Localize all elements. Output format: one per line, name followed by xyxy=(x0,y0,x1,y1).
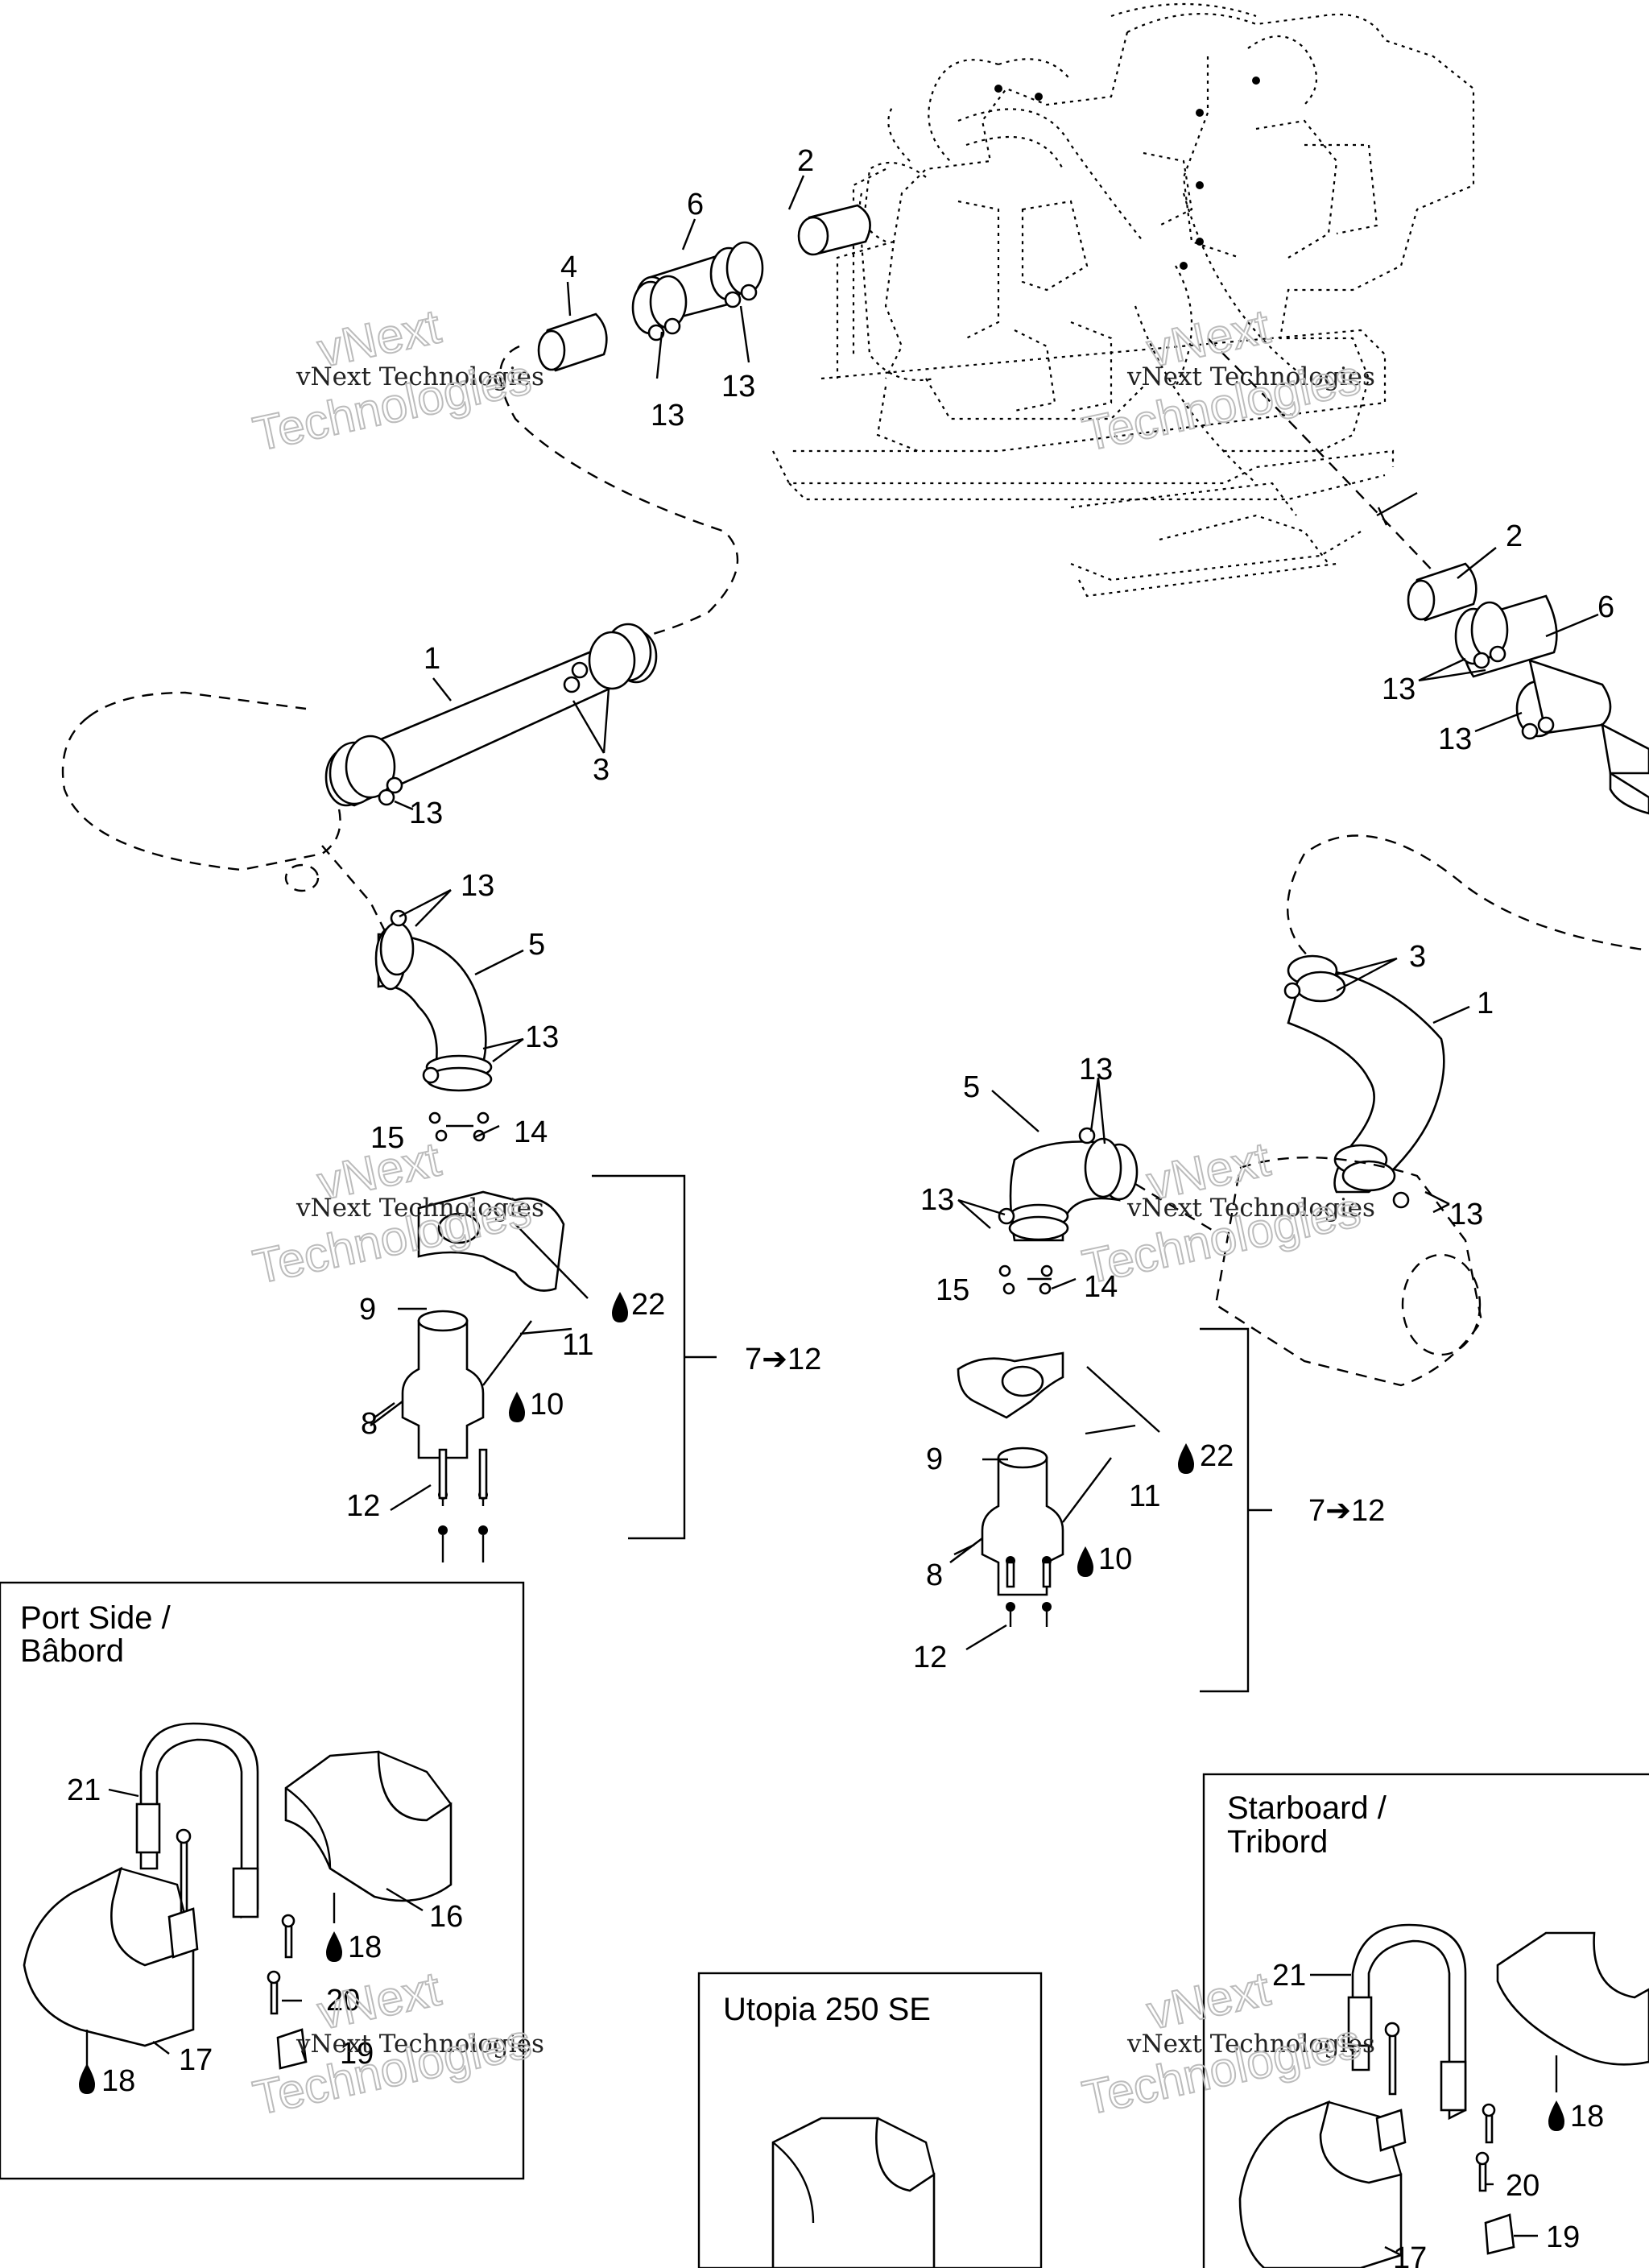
callout-13: 13 xyxy=(1382,673,1415,706)
callout-10: 10 xyxy=(1098,1542,1132,1576)
callout-20: 20 xyxy=(1506,2169,1539,2203)
watermark-text: vNext Technologies xyxy=(295,362,544,391)
callout-3: 3 xyxy=(593,753,610,787)
port-panel-subtitle: Bâbord xyxy=(20,1633,124,1669)
callout-22: 22 xyxy=(631,1288,665,1322)
callout-2: 2 xyxy=(1506,519,1523,553)
callout-14: 14 xyxy=(514,1115,548,1149)
callout-3: 3 xyxy=(1409,940,1426,974)
hose-clamp xyxy=(631,241,764,341)
watermark-text: vNext Technologies xyxy=(1126,362,1375,391)
engine-outline xyxy=(772,2,1475,598)
callout-13: 13 xyxy=(409,797,443,830)
watermark-text: vNext xyxy=(1143,1961,1275,2039)
port-panel-title: Port Side / xyxy=(20,1600,172,1636)
port-side-panel xyxy=(0,1581,525,2180)
leader-lines xyxy=(85,175,1599,2257)
callout-19: 19 xyxy=(340,2037,374,2071)
callout-17: 17 xyxy=(1393,2241,1427,2268)
elbow-port xyxy=(374,909,493,1092)
callout-13: 13 xyxy=(525,1020,559,1054)
callout-range-7-12: 7➔12 xyxy=(1308,1494,1385,1528)
starboard-panel-subtitle: Tribord xyxy=(1227,1824,1328,1860)
fitting-assembly-port xyxy=(370,1111,565,1562)
callout-2: 2 xyxy=(797,144,814,178)
callout-15: 15 xyxy=(370,1121,404,1155)
callout-17: 17 xyxy=(179,2043,213,2077)
callout-5: 5 xyxy=(963,1070,980,1104)
callout-10: 10 xyxy=(530,1388,564,1422)
drop-icon xyxy=(79,1292,1564,2131)
callout-21: 21 xyxy=(67,1773,101,1807)
callout-21: 21 xyxy=(1272,1959,1306,1993)
callout-8: 8 xyxy=(361,1407,378,1441)
watermark-text: vNext xyxy=(313,1961,445,2039)
callout-11: 11 xyxy=(1129,1480,1160,1513)
watermark-text: vNext Technologies xyxy=(295,2030,544,2059)
watermark-text: vNext Technologies xyxy=(295,1194,544,1223)
callout-9: 9 xyxy=(359,1293,376,1326)
callout-11: 11 xyxy=(562,1328,593,1362)
range-bracket-port xyxy=(592,1174,717,1540)
callout-4: 4 xyxy=(560,250,577,284)
callout-16: 16 xyxy=(429,1900,463,1934)
callout-13: 13 xyxy=(1079,1053,1113,1086)
callout-6: 6 xyxy=(687,188,704,221)
callout-13: 13 xyxy=(920,1183,954,1217)
callout-13: 13 xyxy=(651,399,684,432)
fitting-assembly-starboard xyxy=(949,1264,1112,1627)
callout-1: 1 xyxy=(1477,987,1494,1020)
callout-1: 1 xyxy=(424,642,440,676)
muffler-starboard xyxy=(1214,834,1649,1387)
callout-13: 13 xyxy=(461,869,494,903)
callout-22: 22 xyxy=(1200,1439,1234,1473)
callout-13: 13 xyxy=(1438,722,1472,756)
callout-20: 20 xyxy=(326,1984,360,2018)
range-bracket-starboard xyxy=(1200,1327,1272,1693)
utopia-panel-title: Utopia 250 SE xyxy=(723,1992,931,2027)
callout-12: 12 xyxy=(346,1489,380,1523)
starboard-panel-title: Starboard / xyxy=(1227,1790,1387,1826)
utopia-250-se-panel xyxy=(697,1972,1043,2268)
callout-13: 13 xyxy=(1449,1198,1483,1231)
callout-8: 8 xyxy=(926,1558,943,1592)
callout-15: 15 xyxy=(936,1273,969,1307)
panel-labels: Port Side / Bâbord 21 16 18 20 17 19 18 … xyxy=(20,1600,1604,2268)
callout-14: 14 xyxy=(1084,1270,1118,1304)
callout-12: 12 xyxy=(913,1641,947,1674)
watermark-text: vNext Technologies xyxy=(1126,1194,1375,1223)
elbow-starboard xyxy=(998,1127,1217,1242)
callout-18: 18 xyxy=(101,2064,135,2098)
callout-range-7-12: 7➔12 xyxy=(745,1343,821,1376)
watermark-text: vNext Technologies xyxy=(1126,2030,1375,2059)
starboard-panel xyxy=(1202,1773,1649,2268)
callout-13: 13 xyxy=(721,370,755,404)
callout-5: 5 xyxy=(528,928,545,962)
muffler-port xyxy=(61,623,658,935)
hose-assembly-starboard xyxy=(1207,337,1649,815)
callout-19: 19 xyxy=(1546,2220,1580,2254)
callout-9: 9 xyxy=(926,1442,943,1476)
callout-labels: 2 6 4 13 13 1 3 13 13 5 13 15 14 9 11 22… xyxy=(346,144,1614,1674)
hose-assembly-top xyxy=(499,192,886,638)
callout-18: 18 xyxy=(348,1931,382,1964)
callout-6: 6 xyxy=(1597,590,1614,624)
callout-18: 18 xyxy=(1570,2100,1604,2133)
